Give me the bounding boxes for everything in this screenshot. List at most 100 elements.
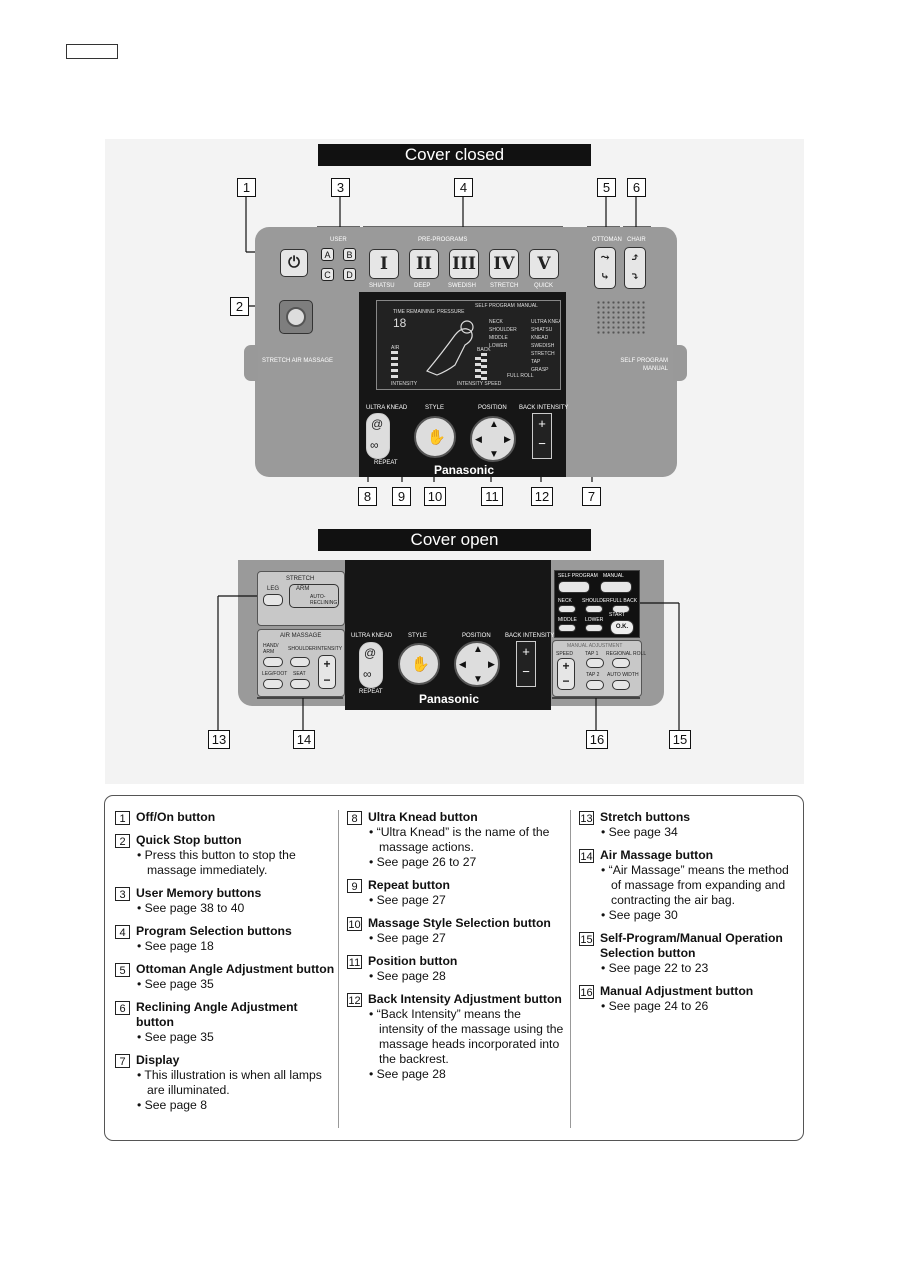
arrow-left-icon: ◀ <box>459 659 466 669</box>
legend-number: 13 <box>579 811 594 825</box>
quick-stop-button[interactable] <box>279 300 313 334</box>
ottoman-angle-button[interactable]: ⤳⤷ <box>594 247 616 289</box>
ok-button[interactable]: O.K. <box>610 620 634 635</box>
ultra-knead-label-open: ULTRA KNEAD <box>351 633 393 639</box>
lower-button[interactable] <box>585 624 603 632</box>
self-program-button[interactable] <box>558 581 590 593</box>
manual-button[interactable] <box>600 581 632 593</box>
speed-button[interactable]: +− <box>557 658 575 690</box>
svg-text:MIDDLE: MIDDLE <box>489 335 509 341</box>
program-1-button[interactable]: I <box>369 249 399 279</box>
power-icon: ⏻ <box>288 253 300 271</box>
memory-d-button[interactable]: D <box>343 268 356 281</box>
legend-line: • See page 35 <box>137 977 214 991</box>
ottoman-up-icon: ⤳ <box>600 251 610 264</box>
neck-button[interactable] <box>558 605 576 613</box>
style-button-open[interactable]: ✋ <box>398 643 440 685</box>
tap2-button[interactable] <box>586 680 604 690</box>
legend-number: 14 <box>579 849 594 863</box>
memory-a-button[interactable]: A <box>321 248 334 261</box>
back-intensity-button[interactable]: +− <box>532 413 552 459</box>
user-label: USER <box>330 237 347 243</box>
legend-number: 3 <box>115 887 130 901</box>
tap2-label: TAP 2 <box>586 672 600 678</box>
legend-separator <box>338 810 339 1128</box>
back-intensity-button-open[interactable]: +− <box>516 641 536 687</box>
style-label: STYLE <box>425 405 445 411</box>
program-3-button[interactable]: III <box>449 249 479 279</box>
legend-line: massage actions. <box>379 840 474 854</box>
callout-3: 3 <box>331 178 350 197</box>
pre-programs-label: PRE-PROGRAMS <box>418 237 468 243</box>
legend-number: 12 <box>347 993 362 1007</box>
memory-c-button[interactable]: C <box>321 268 334 281</box>
ultra-knead-repeat-button-open[interactable]: @ ∞ <box>359 642 383 688</box>
page-tab-marker <box>66 44 118 59</box>
program-2-label: DEEP <box>414 283 431 289</box>
callout-14: 14 <box>293 730 315 749</box>
legend-number: 9 <box>347 879 362 893</box>
legend-title: Off/On button <box>136 810 216 824</box>
callout-10: 10 <box>424 487 446 506</box>
legend-number: 2 <box>115 834 130 848</box>
auto-width-label: AUTO WIDTH <box>607 672 639 678</box>
legend-number: 16 <box>579 985 594 999</box>
legend-line: massage heads incorporated into <box>379 1037 560 1051</box>
seat-button[interactable] <box>290 679 310 689</box>
ultra-knead-repeat-button[interactable]: @ ∞ <box>366 413 390 459</box>
air-intensity-button[interactable]: +− <box>318 655 336 689</box>
legend-line: • See page 24 to 26 <box>601 999 709 1013</box>
shoulder-air-button[interactable] <box>290 657 310 667</box>
memory-b-button[interactable]: B <box>343 248 356 261</box>
full-back-button[interactable] <box>612 605 630 613</box>
callout-13: 13 <box>208 730 230 749</box>
callout-12: 12 <box>531 487 553 506</box>
leg-foot-button[interactable] <box>263 679 283 689</box>
stretch-arm-button[interactable] <box>289 584 339 608</box>
style-label-open: STYLE <box>408 633 428 639</box>
svg-text:AIR: AIR <box>391 345 400 351</box>
program-2-button[interactable]: II <box>409 249 439 279</box>
reclining-angle-button[interactable]: ⤴⤵ <box>624 247 646 289</box>
style-button[interactable]: ✋ <box>414 416 456 458</box>
position-button[interactable]: ▲ ▼ ◀ ▶ <box>470 416 516 462</box>
legend-title: Stretch buttons <box>600 810 691 824</box>
legend-title: Display <box>136 1053 180 1067</box>
stretch-label: STRETCH <box>286 576 315 582</box>
svg-text:TIME REMAINING: TIME REMAINING <box>393 309 435 315</box>
legend-title: Self-Program/Manual Operation Selection … <box>600 931 783 960</box>
left-side-tab <box>244 345 258 381</box>
regional-roll-button[interactable] <box>612 658 630 668</box>
svg-text:MANUAL: MANUAL <box>517 303 538 309</box>
middle-button[interactable] <box>558 624 576 632</box>
svg-text:SELF PROGRAM: SELF PROGRAM <box>475 303 515 309</box>
svg-text:NECK: NECK <box>489 319 504 325</box>
shoulder-zone-button[interactable] <box>585 605 603 613</box>
position-button-open[interactable]: ▲ ▼ ◀ ▶ <box>454 641 500 687</box>
plus-icon: + <box>323 657 331 671</box>
leg-label: LEG <box>267 586 280 592</box>
program-5-button[interactable]: V <box>529 249 559 279</box>
program-4-button[interactable]: IV <box>489 249 519 279</box>
legend-line: • See page 27 <box>369 931 446 945</box>
repeat-label-open: REPEAT <box>359 689 383 695</box>
stretch-leg-button[interactable] <box>263 594 283 606</box>
power-button[interactable]: ⏻ <box>280 249 308 277</box>
legend-line: • Press this button to stop the <box>137 848 296 862</box>
cover-closed-banner: Cover closed <box>318 144 591 166</box>
callout-7: 7 <box>582 487 601 506</box>
legend-line: of massage from expanding and <box>611 878 786 892</box>
shoulder-zone-label: SHOULDER <box>582 598 610 604</box>
auto-width-button[interactable] <box>612 680 630 690</box>
hand-arm-button[interactable] <box>263 657 283 667</box>
tap1-button[interactable] <box>586 658 604 668</box>
